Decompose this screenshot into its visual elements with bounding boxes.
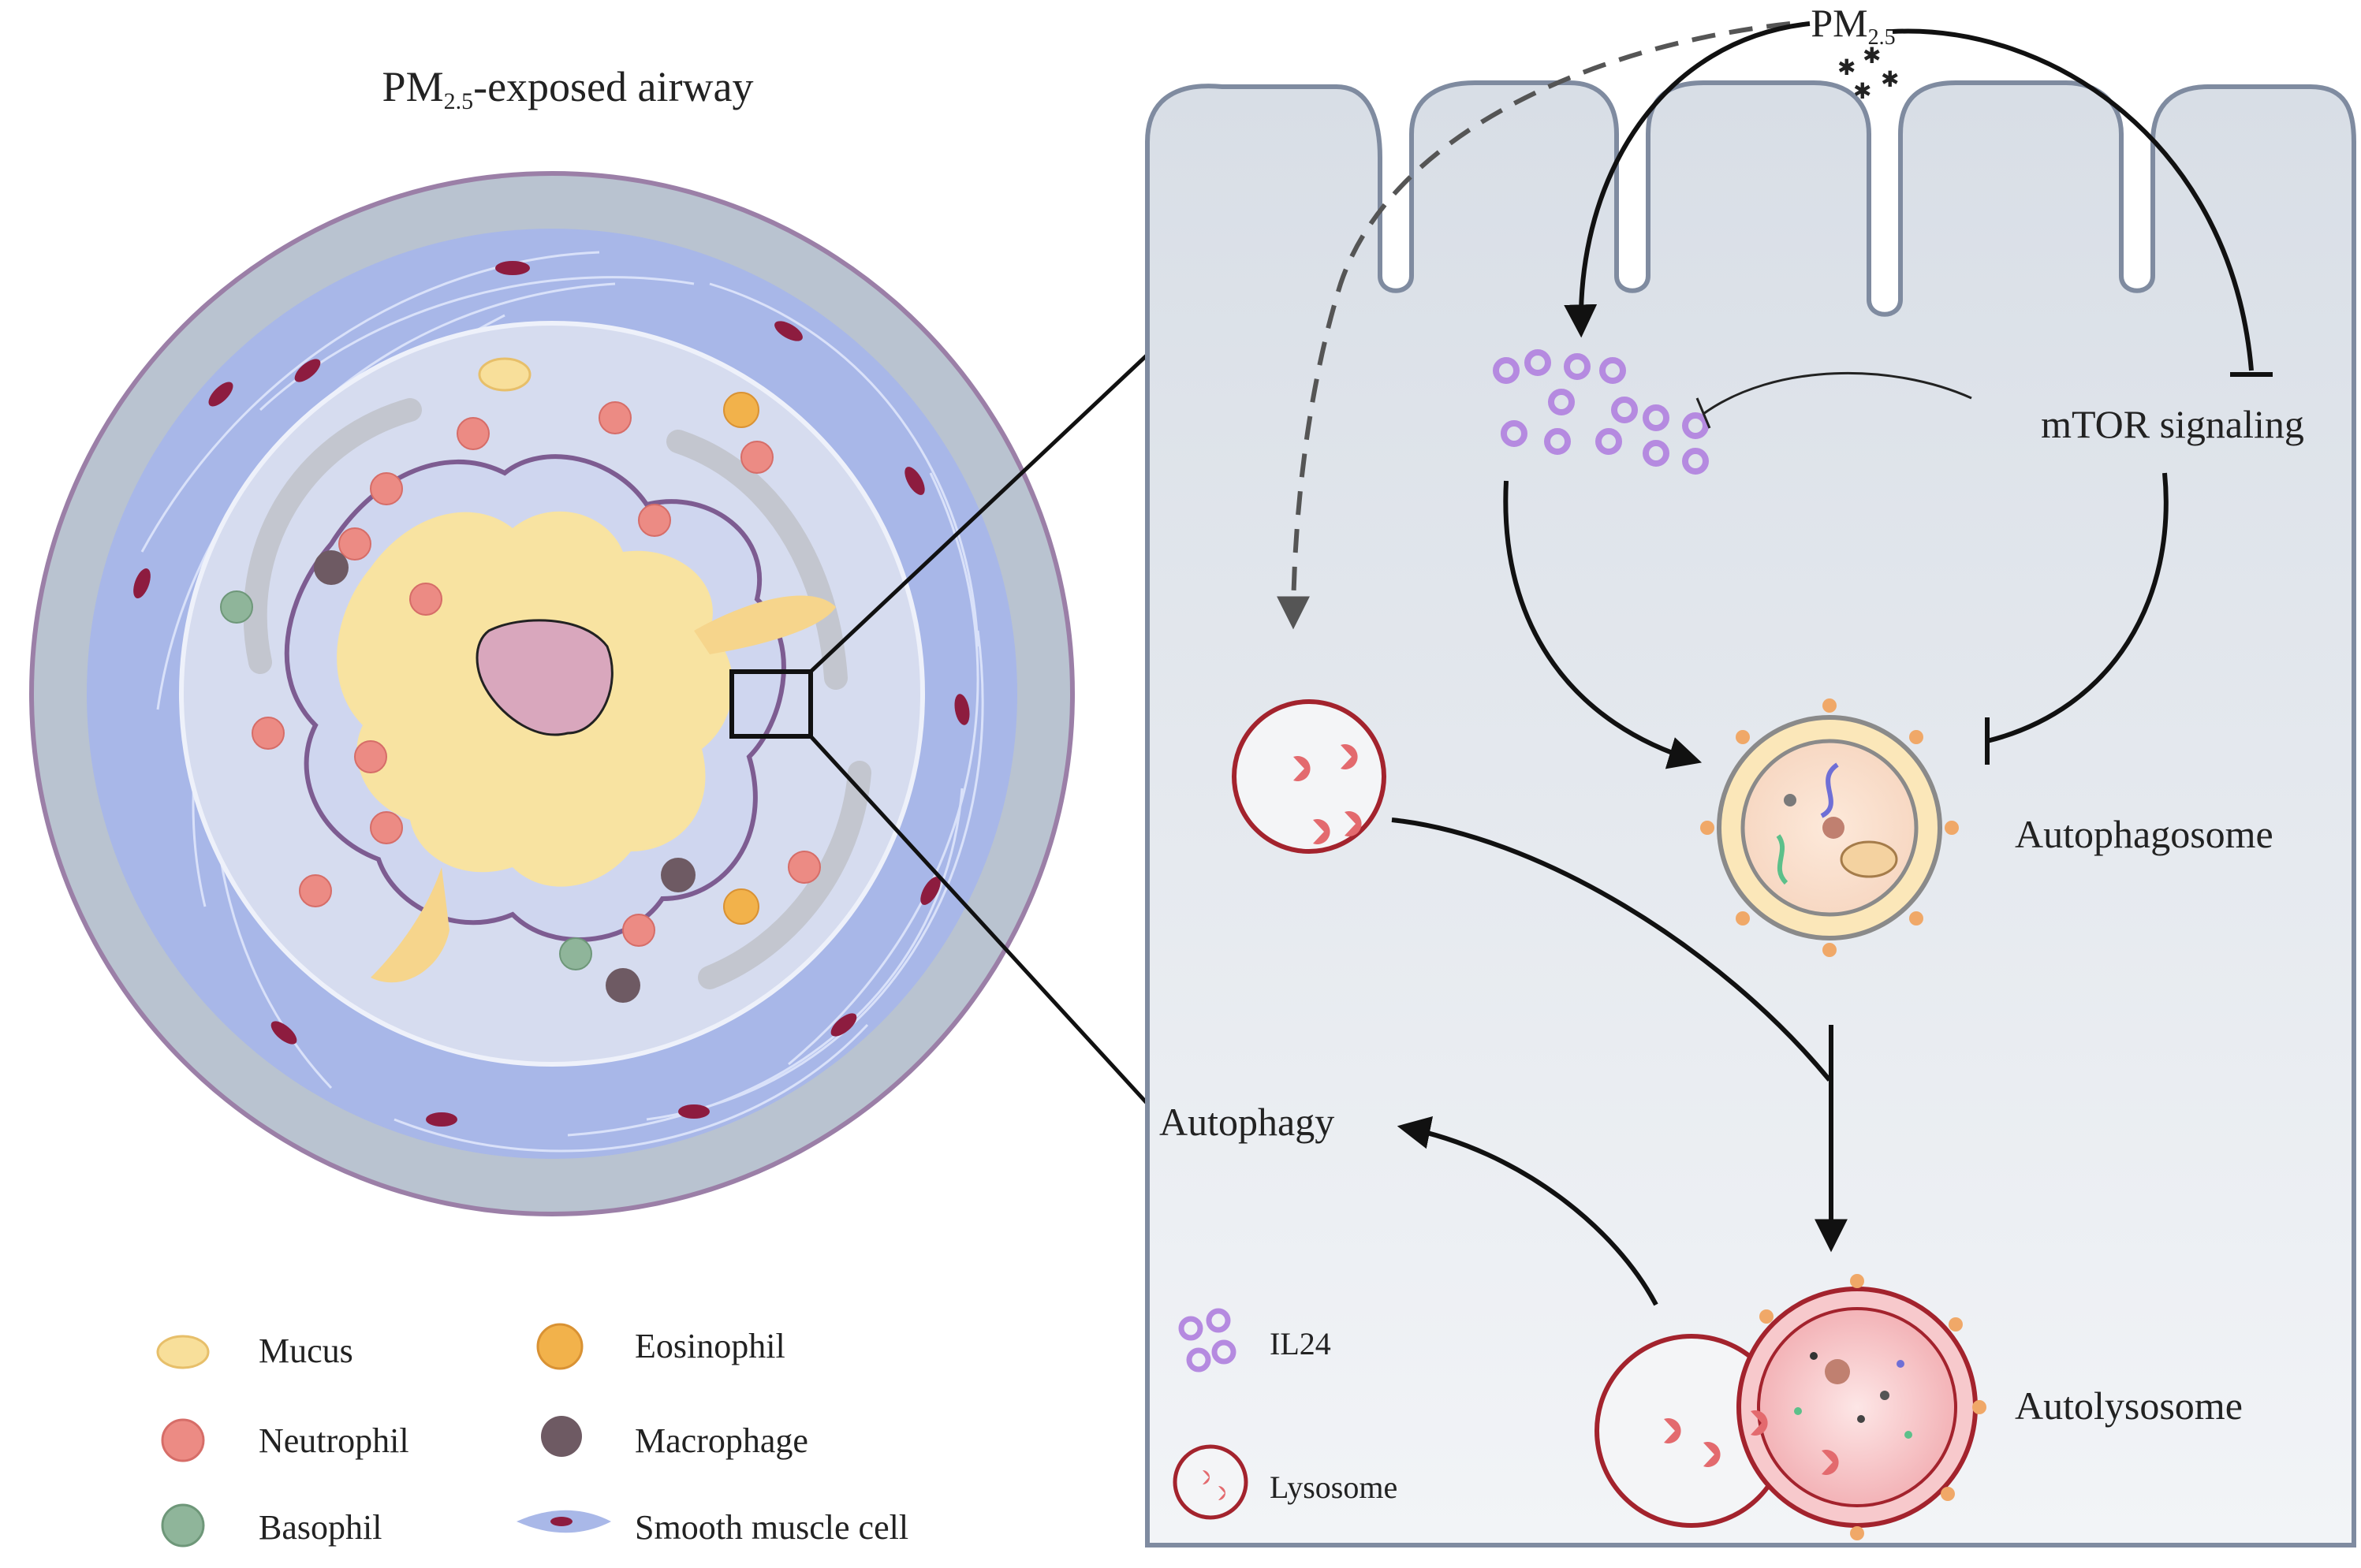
inhibit-mtor-to-autophagosome [1986,472,2169,743]
legend-mucus-label: Mucus [259,1331,353,1370]
autolysosome [1595,1274,1986,1540]
eosinophil-swatch [536,1323,584,1370]
il24-legend-label: IL24 [1270,1326,1331,1361]
airway-legend: Mucus Neutrophil Basophil Eosinophil Mac… [156,1323,908,1548]
legend-macrophage: Macrophage [541,1416,808,1460]
legend-mucus: Mucus [156,1331,353,1370]
neutrophil-swatch [161,1418,205,1462]
legend-smooth-muscle: Smooth muscle cell [517,1508,908,1547]
inhibit-mtor-to-il24 [1703,371,1972,415]
lysosome-membrane [1232,699,1386,854]
autophagy-label: Autophagy [1159,1100,1334,1144]
svg-text:✱: ✱ [1837,56,1856,80]
autolysosome-enzymes [1664,1410,1839,1476]
pm25-particles: ✱✱ ✱✱ [1837,44,1899,104]
mucus-drip-right [694,595,836,654]
zoom-box [729,669,813,739]
il24-cluster [1493,349,1709,475]
mucosal-folds [243,398,871,989]
lysosome [1232,699,1386,854]
arrow-autolysosome-to-autophagy [1397,1116,1658,1306]
legend-basophil: Basophil [161,1503,382,1548]
cargo-particle [1784,794,1796,806]
svg-text:✱: ✱ [1853,80,1871,104]
smooth-muscle-nucleus-swatch [550,1517,573,1526]
autophagosome-receptors [1700,698,1959,957]
central-lumen-blob [476,619,614,736]
airway-cross-section [29,171,1075,1216]
zoom-line-top [809,353,1149,673]
cargo-protein [1820,762,1839,818]
macrophage-swatch [541,1416,582,1457]
autophagosome-label: Autophagosome [2015,812,2273,856]
inhibit-pm-to-mtor [1892,28,2254,371]
lysosome-swatch [1173,1444,1248,1520]
arrow-il24-to-autophagosome [1503,480,1703,769]
autolysosome-inner [1757,1307,1957,1507]
mucus-swatch [156,1335,210,1369]
lysosome-swatch-enzymes [1203,1470,1225,1500]
autolysosome-label: Autolysosome [2015,1384,2243,1428]
legend-smooth-muscle-label: Smooth muscle cell [635,1508,908,1547]
arrow-pm-to-il24 [1564,21,1811,338]
mucus-drip-bottom [371,867,449,983]
cell-legend: IL24 Lysosome [1173,1308,1397,1520]
cargo-organelle [1822,817,1844,839]
lumen-cells [220,357,821,1003]
svg-text:✱: ✱ [1881,68,1899,92]
legend-eosinophil: Eosinophil [536,1323,785,1370]
legend-neutrophil-label: Neutrophil [259,1421,409,1460]
legend-macrophage-label: Macrophage [635,1421,808,1460]
mtor-label: mTOR signaling [2041,402,2304,446]
legend-eosinophil-label: Eosinophil [635,1327,785,1365]
legend-basophil-label: Basophil [259,1508,382,1547]
zoom-line-bottom [809,735,1149,1105]
airway-title: PM2.5-exposed airway [382,63,754,114]
autolysosome-debris [1794,1352,1912,1439]
il24-swatch [1178,1308,1236,1372]
basophil-swatch [161,1503,205,1548]
autolysosome-receptors [1759,1274,1986,1540]
svg-text:✱: ✱ [1863,44,1881,69]
dashed-arrow-pm-to-lysosome [1277,21,1791,630]
cargo-rna [1776,834,1788,885]
arrow-lysosome-to-fusion [1391,818,1832,1082]
lysosome-enzymes [1293,744,1362,844]
autophagosome [1700,698,1959,957]
cargo-mitochondrion [1840,840,1898,878]
inhibit-bar-il24 [1695,397,1711,429]
pm25-label: PM2.5 [1811,1,1895,50]
legend-neutrophil: Neutrophil [161,1418,409,1462]
lysosome-legend-label: Lysosome [1270,1469,1397,1505]
